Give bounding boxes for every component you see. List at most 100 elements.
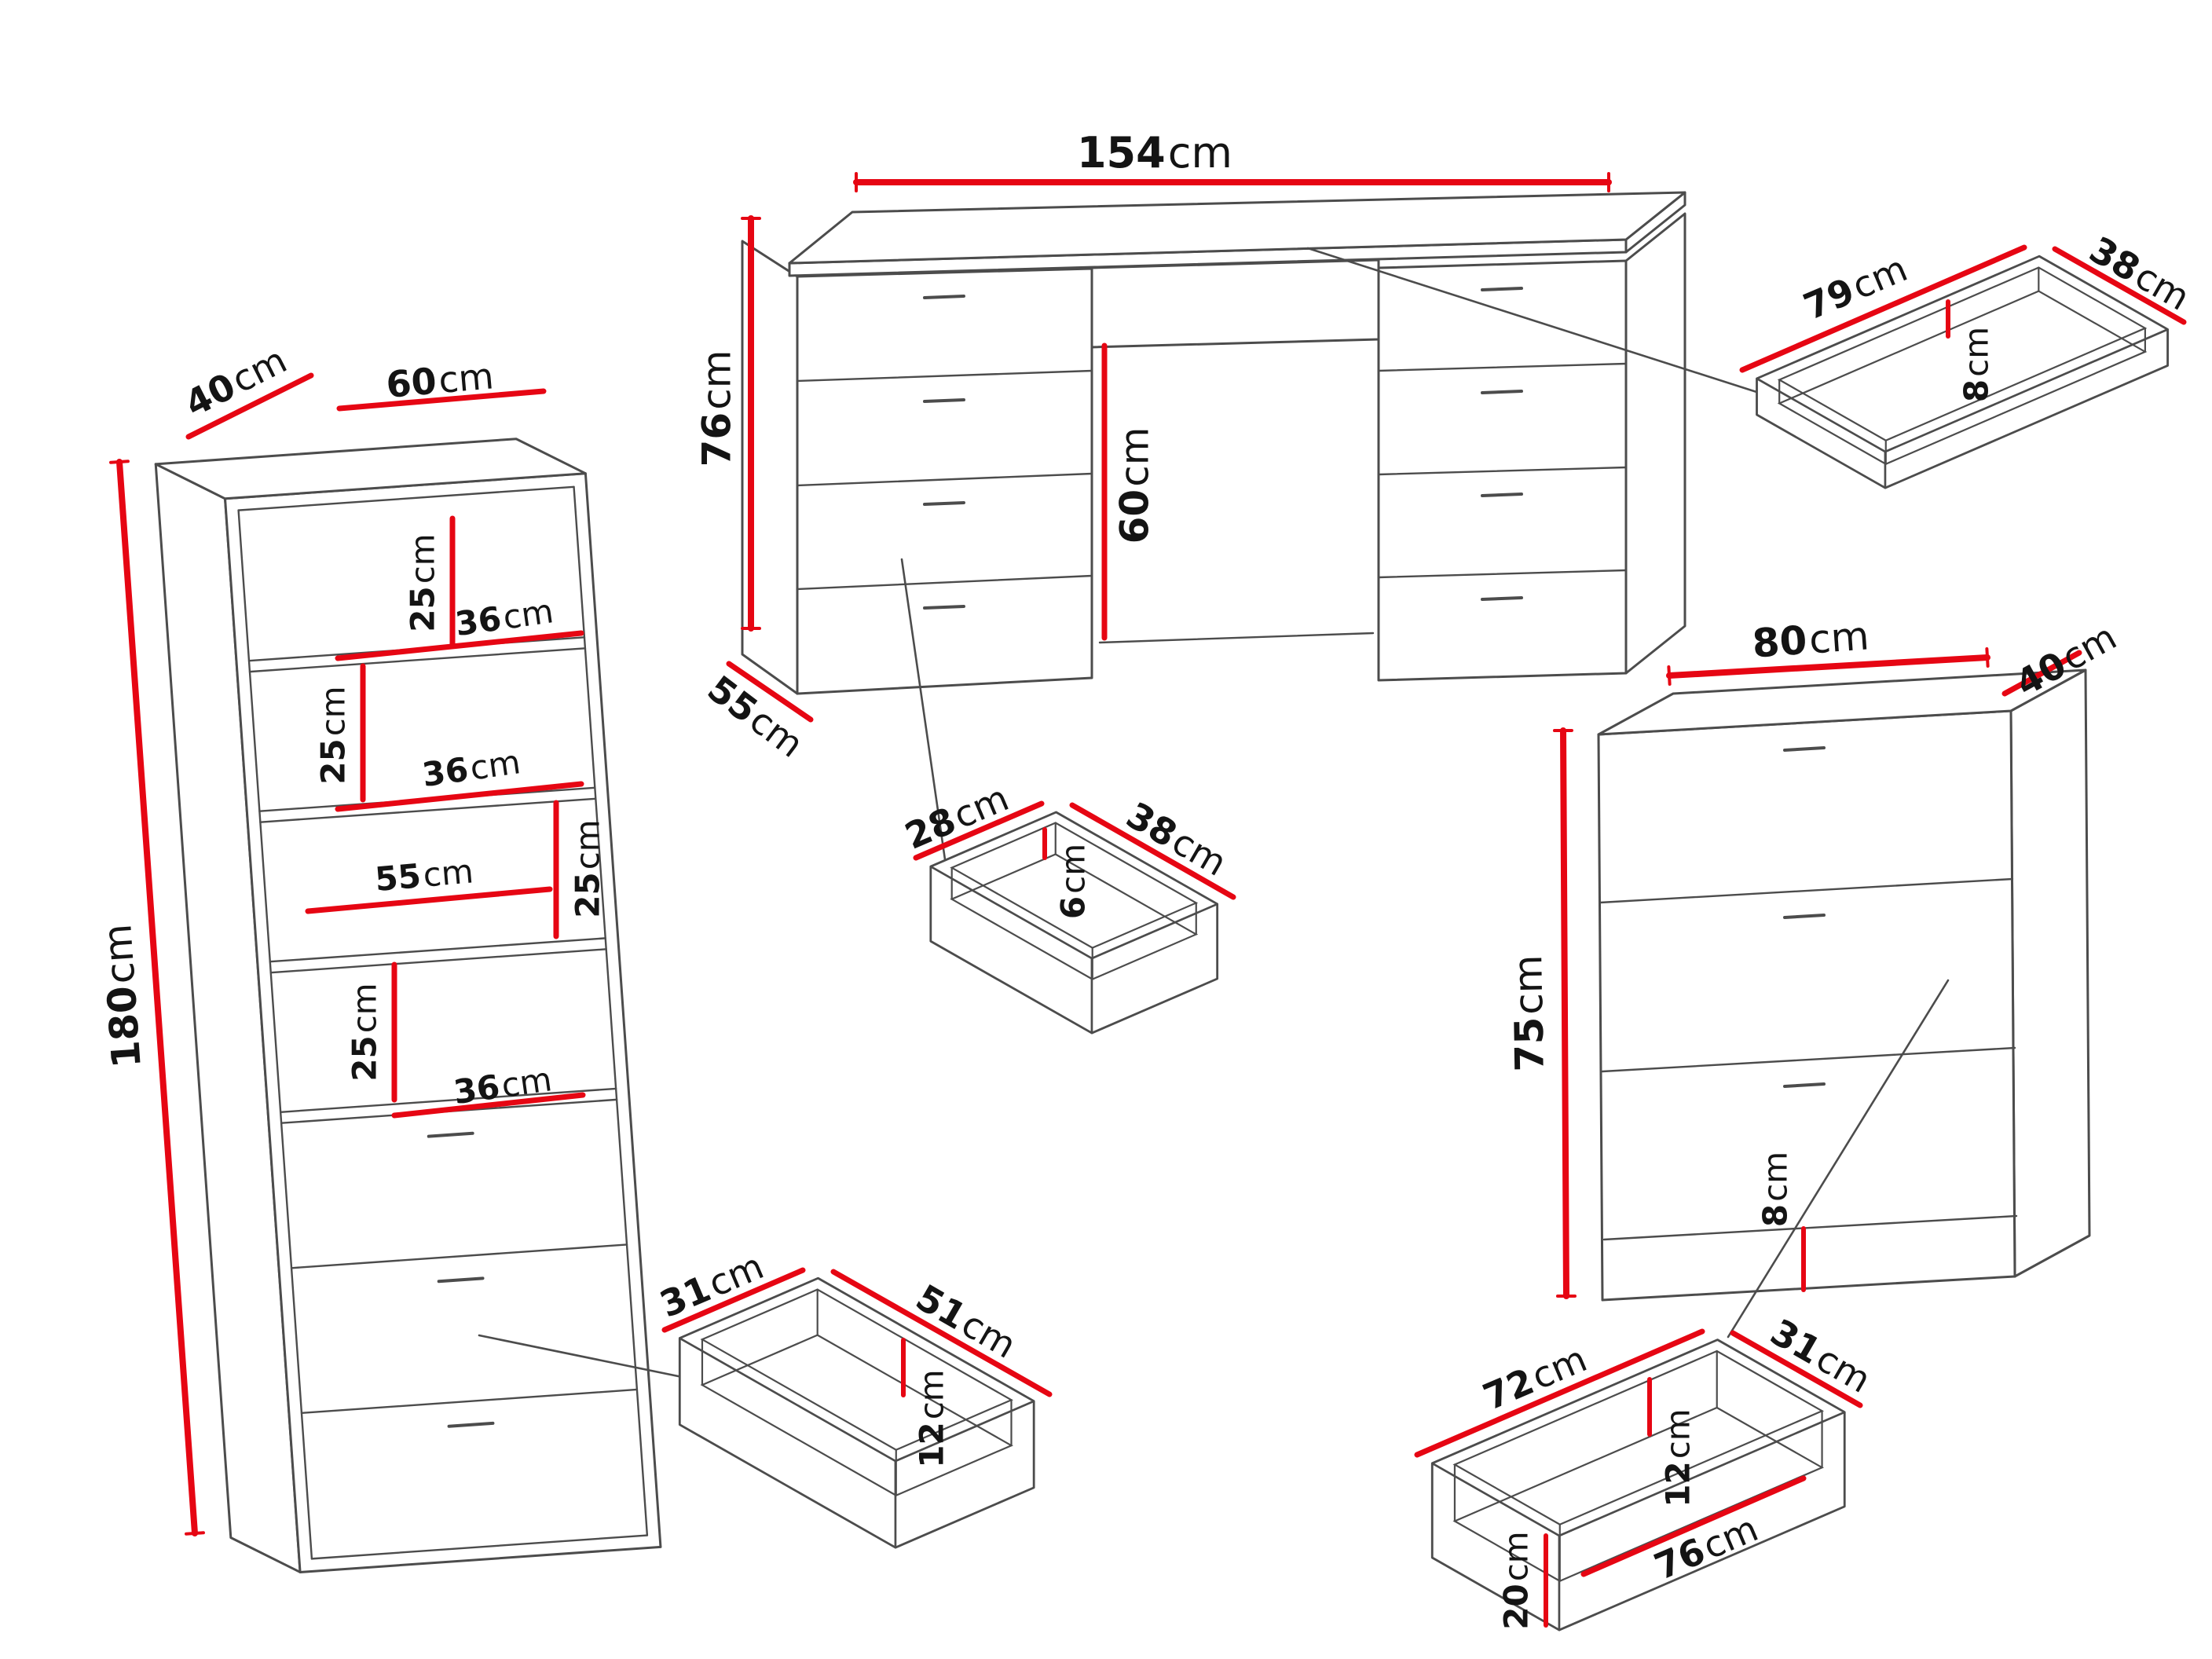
dim-drawer-br-inner-length-line [1580, 1475, 1807, 1577]
cabinet-detail-line-0 [237, 485, 575, 511]
dim-chest-depth-line [2001, 650, 2082, 697]
dim-desk-knee-label: 60cm [1112, 427, 1158, 544]
dim-desk-width-label: 154cm [1077, 128, 1232, 178]
dim-cabinet-width-label: 60cm [384, 354, 495, 406]
chest-front [1597, 709, 2016, 1302]
desk-drawer-handle-3 [923, 605, 965, 610]
dim-cabinet-width-line [336, 388, 547, 412]
dim-chest-height-label: 75cm [1505, 954, 1553, 1072]
dim-cabinet-span-label: 55cm [373, 851, 474, 899]
desk-detail-line-3 [1377, 362, 1628, 372]
dim-drawer-tr-length-line [1739, 244, 2027, 373]
cabinet-detail-line-13 [300, 1388, 639, 1415]
cabinet-detail-line-5 [248, 647, 587, 673]
drawer-bottom-center-rim [679, 1277, 1035, 1463]
dim-cabinet-depth-line [185, 372, 314, 440]
chest-detail-line-0 [1602, 1214, 2018, 1241]
dim-drawer-bc-height-label: 12cm [913, 1369, 951, 1467]
dim-cabinet-section4-label: 25cm [346, 983, 384, 1081]
desk-detail-line-2 [796, 574, 1093, 591]
chest-right-side [2009, 668, 2091, 1278]
dim-chest-width-line [1666, 654, 1990, 679]
cabinet-detail-line-12 [290, 1243, 628, 1269]
desk-drawer-handle-5 [1481, 390, 1523, 394]
drawer-bottom-center [678, 1276, 1035, 1549]
cabinet-detail-line-10 [279, 1087, 617, 1113]
desk-center-apron [1090, 258, 1380, 349]
dim-cabinet-shelf2-line [335, 781, 584, 812]
dim-cabinet-height-tick-start [109, 460, 130, 464]
cabinet-detail-line-9 [269, 948, 607, 974]
desk-drawer-handle-2 [923, 501, 965, 506]
dressing-desk [741, 191, 1686, 695]
dim-drawer-c-height-label: 6cm [1054, 844, 1093, 919]
dim-drawer-tr-height-label: 8cm [1957, 327, 1996, 402]
chest-of-drawers [1597, 668, 2091, 1302]
callout-line-0 [1306, 247, 1815, 412]
desk-top-surface [788, 191, 1686, 265]
drawer-center [929, 811, 1219, 1035]
desk-detail-line-4 [1377, 466, 1628, 476]
dim-drawer-bc-width-line [830, 1269, 1053, 1397]
cabinet-detail-line-1 [237, 509, 313, 1560]
desk-drawer-handle-1 [923, 398, 965, 403]
dim-desk-depth-line [726, 661, 814, 723]
dim-drawer-bc-depth-line [661, 1267, 806, 1333]
dim-cabinet-height-label: 180cm [94, 922, 150, 1069]
chest-top [1597, 668, 2087, 736]
callout-line-3 [1727, 979, 1950, 1339]
chest-drawer-handle-2 [1783, 1082, 1826, 1088]
desk-detail-line-0 [796, 369, 1093, 383]
cabinet-top [154, 438, 587, 500]
cabinet-front [224, 472, 662, 1573]
cabinet-drawer-handle-1 [437, 1276, 485, 1284]
dim-drawer-br-length-line [1414, 1328, 1705, 1458]
desk-detail-line-5 [1377, 569, 1628, 579]
cabinet-detail-line-8 [269, 937, 606, 963]
desk-detail-line-1 [796, 472, 1093, 487]
dim-cabinet-span-line [305, 886, 553, 914]
cabinet-drawer-handle-0 [427, 1131, 474, 1138]
dim-cabinet-section3-label: 25cm [569, 819, 607, 917]
dim-drawer-tr-length-label: 79cm [1797, 247, 1913, 328]
cabinet-drawer-handle-2 [447, 1421, 495, 1428]
dim-drawer-tr-width-line [2052, 246, 2187, 325]
desk-drawer-handle-0 [923, 295, 965, 299]
desk-drawer-handle-4 [1481, 287, 1523, 291]
desk-left-pedestal-front [796, 267, 1093, 695]
dim-drawer-br-height-label: 20cm [1497, 1531, 1536, 1629]
dimension-lines [109, 172, 2187, 1628]
dim-drawer-c-width-line [1069, 802, 1236, 900]
dim-cabinet-shelf3-line [391, 1092, 586, 1119]
dim-cabinet-section2-label: 25cm [314, 686, 353, 784]
dim-drawer-br-depth-label: 12cm [1659, 1408, 1697, 1507]
dim-cabinet-shelf3-label: 36cm [451, 1060, 554, 1111]
drawer-top-right [1756, 255, 2169, 489]
cabinet-detail-line-7 [259, 797, 597, 823]
dim-cabinet-shelf1-label: 36cm [452, 591, 555, 643]
dim-chest-base-label: 8cm [1756, 1152, 1795, 1227]
chest-detail-line-2 [1601, 1046, 2016, 1073]
dim-cabinet-shelf2-label: 36cm [419, 742, 522, 794]
desk-right-pedestal-side [1624, 212, 1686, 675]
dim-cabinet-height-line [116, 459, 198, 1536]
chest-drawer-handle-1 [1783, 914, 1826, 919]
desk-detail-line-6 [1098, 632, 1375, 644]
dim-cabinet-shelf1-line [335, 630, 584, 661]
dim-chest-width-tick-start [1667, 665, 1672, 686]
chest-detail-line-1 [1599, 877, 2014, 904]
dim-cabinet-height-tick-end [185, 1531, 205, 1536]
dim-cabinet-section1-label: 25cm [404, 533, 442, 632]
callout-line-1 [900, 558, 948, 872]
cabinet-detail-line-2 [573, 485, 649, 1536]
dim-chest-height-line [1560, 727, 1569, 1299]
chest-drawer-handle-0 [1783, 746, 1826, 752]
desk-drawer-handle-7 [1481, 596, 1523, 601]
dim-chest-width-label: 80cm [1751, 613, 1870, 666]
tall-cabinet [154, 438, 662, 1573]
dim-desk-height-label: 76cm [694, 350, 740, 467]
dim-drawer-br-width-line [1730, 1330, 1863, 1408]
desk-drawer-handle-6 [1481, 493, 1523, 497]
cabinet-detail-line-3 [310, 1534, 649, 1560]
